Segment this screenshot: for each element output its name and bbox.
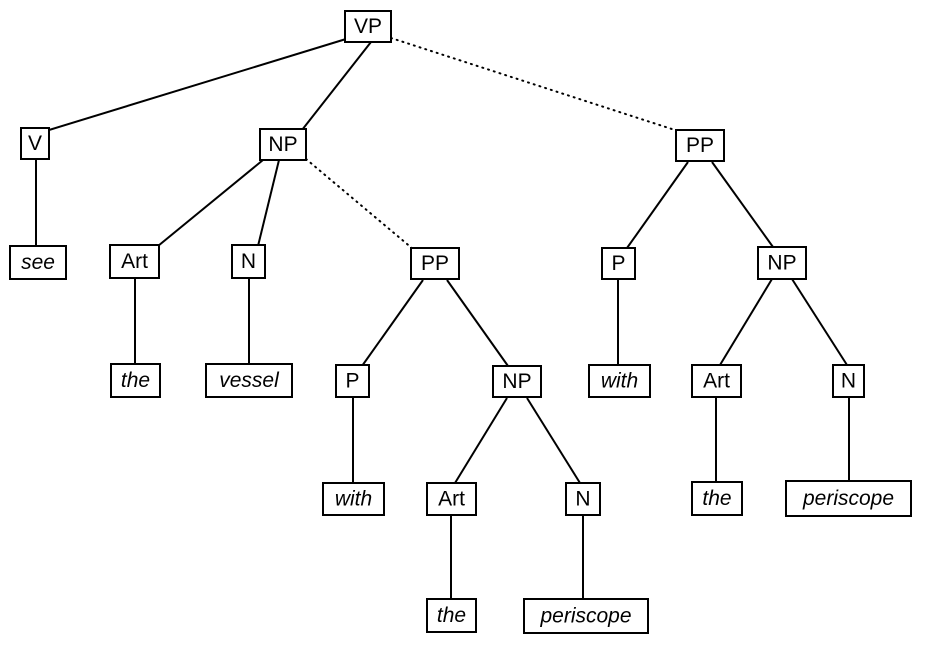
node-box-the_mid: [426, 598, 477, 633]
node-box-vessel: [205, 363, 293, 398]
tree-node-pp_mid[interactable]: PP: [410, 247, 460, 280]
tree-node-with_mid[interactable]: with: [322, 482, 385, 516]
tree-edge-np1-n1: [257, 159, 280, 247]
tree-node-perisc_mid[interactable]: periscope: [523, 598, 649, 634]
node-box-the1: [110, 363, 161, 398]
tree-node-vp[interactable]: VP: [344, 10, 392, 43]
node-label-np_right: NP: [767, 252, 796, 275]
node-box-perisc_mid: [523, 598, 649, 634]
node-box-p_mid: [335, 364, 370, 398]
tree-node-art_mid[interactable]: Art: [426, 482, 477, 516]
tree-node-art_right[interactable]: Art: [691, 364, 742, 398]
node-box-n1: [231, 244, 266, 279]
tree-node-np_mid[interactable]: NP: [492, 365, 542, 398]
node-box-pp_mid: [410, 247, 460, 280]
tree-node-n1[interactable]: N: [231, 244, 266, 279]
tree-edge-pp_mid-p_mid: [361, 279, 424, 367]
node-label-the_right: the: [702, 487, 731, 510]
node-box-art1: [109, 244, 160, 279]
node-box-v: [20, 127, 50, 160]
tree-node-perisc_right[interactable]: periscope: [785, 480, 912, 517]
node-box-n_right: [832, 364, 865, 398]
node-box-the_right: [691, 481, 743, 516]
tree-edge-vp-pp_right: [390, 37, 679, 132]
tree-node-np_right[interactable]: NP: [757, 246, 807, 280]
node-label-art_right: Art: [703, 370, 730, 393]
tree-edge-pp_right-np_right: [711, 161, 774, 248]
tree-node-the_mid[interactable]: the: [426, 598, 477, 633]
node-label-pp_right: PP: [686, 134, 714, 157]
node-label-np1: NP: [268, 133, 297, 156]
node-box-art_right: [691, 364, 742, 398]
tree-edge-np_right-art_right: [719, 278, 773, 366]
tree-edge-vp-v: [48, 38, 347, 131]
node-label-art1: Art: [121, 250, 148, 273]
tree-node-p_right[interactable]: P: [601, 247, 636, 280]
tree-node-n_mid[interactable]: N: [565, 482, 601, 516]
tree-edge-np1-art1: [157, 159, 264, 247]
tree-edge-pp_right-p_right: [626, 161, 689, 249]
tree-node-the1[interactable]: the: [110, 363, 161, 398]
tree-node-vessel[interactable]: vessel: [205, 363, 293, 398]
node-label-p_mid: P: [345, 370, 359, 393]
node-label-v: V: [28, 132, 42, 155]
tree-node-with_right[interactable]: with: [588, 364, 651, 398]
tree-edge-np1-pp_mid: [305, 158, 414, 250]
node-box-np_mid: [492, 365, 542, 398]
node-label-np_mid: NP: [502, 370, 531, 393]
node-label-n_right: N: [841, 370, 856, 393]
node-box-np_right: [757, 246, 807, 280]
node-box-with_right: [588, 364, 651, 398]
node-label-vp: VP: [354, 15, 382, 38]
node-box-np1: [259, 128, 307, 161]
edge-layer: [35, 37, 850, 599]
node-box-p_right: [601, 247, 636, 280]
tree-node-art1[interactable]: Art: [109, 244, 160, 279]
node-label-with_mid: with: [335, 488, 372, 511]
node-box-see: [9, 245, 67, 280]
node-box-vp: [344, 10, 392, 43]
node-box-with_mid: [322, 482, 385, 516]
node-label-n_mid: N: [575, 488, 590, 511]
node-label-perisc_right: periscope: [802, 487, 894, 510]
node-label-with_right: with: [601, 370, 638, 393]
tree-node-p_mid[interactable]: P: [335, 364, 370, 398]
node-label-vessel: vessel: [219, 369, 280, 392]
tree-edge-pp_mid-np_mid: [446, 279, 509, 367]
node-label-perisc_mid: periscope: [539, 605, 631, 628]
node-label-art_mid: Art: [438, 488, 465, 511]
node-label-pp_mid: PP: [421, 252, 449, 275]
tree-node-n_right[interactable]: N: [832, 364, 865, 398]
tree-node-see[interactable]: see: [9, 245, 67, 280]
node-label-p_right: P: [611, 252, 625, 275]
tree-node-pp_right[interactable]: PP: [675, 129, 725, 162]
node-label-n1: N: [241, 250, 256, 273]
node-box-perisc_right: [785, 480, 912, 517]
node-box-art_mid: [426, 482, 477, 516]
tree-edge-np_mid-art_mid: [454, 397, 508, 484]
tree-edge-np_right-n_right: [791, 278, 848, 366]
node-box-pp_right: [675, 129, 725, 162]
node-label-see: see: [21, 251, 55, 274]
node-box-n_mid: [565, 482, 601, 516]
tree-node-np1[interactable]: NP: [259, 128, 307, 161]
node-label-the1: the: [121, 369, 150, 392]
tree-node-v[interactable]: V: [20, 127, 50, 160]
tree-node-the_right[interactable]: the: [691, 481, 743, 516]
node-layer: VPVseeNPArttheNvesselPPPwithNPArttheNper…: [9, 10, 912, 634]
tree-edge-np_mid-n_mid: [526, 397, 581, 484]
node-label-the_mid: the: [437, 604, 466, 627]
tree-edge-vp-np1: [301, 41, 372, 131]
